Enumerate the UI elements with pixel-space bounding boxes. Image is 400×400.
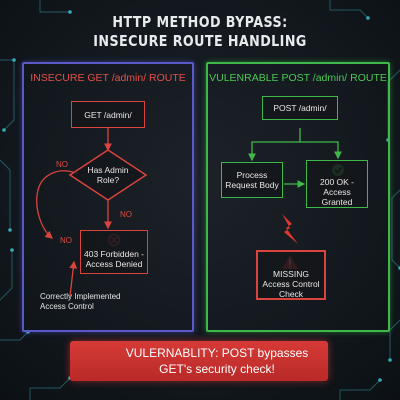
- post-admin-label: POST /admin/: [273, 103, 327, 113]
- process-line-2: Request Body: [225, 180, 279, 190]
- decision-line-1: Has Admin: [87, 165, 129, 175]
- vulnerable-post-panel: VULENRABLE POST /admin/ ROUTE: [206, 62, 390, 332]
- right-connectors: [248, 128, 342, 188]
- decision-line-2: Role?: [96, 175, 120, 185]
- no-label-right: NO: [120, 210, 132, 219]
- process-box: Process Request Body: [221, 162, 283, 198]
- post-to-process-arrow: [248, 128, 301, 162]
- process-line-1: Process: [236, 170, 268, 180]
- no-label-left: NO: [60, 236, 72, 245]
- missing-line-1: MISSING: [273, 269, 309, 279]
- title-line-2: INSECURE ROUTE HANDLING: [93, 32, 307, 50]
- title-line-1: HTTP METHOD BYPASS:: [112, 13, 288, 31]
- correct-access-note: Correctly Implemented Access Control: [40, 292, 120, 312]
- note-line-2: Access Control: [40, 302, 94, 311]
- banner-line-2: GET's security check!: [159, 362, 275, 376]
- get-admin-box: GET /admin/: [71, 101, 145, 128]
- decision-label: Has Admin Role?: [80, 162, 136, 188]
- denied-line-1: 403 Forbidden -: [83, 249, 144, 259]
- get-admin-label: GET /admin/: [84, 109, 132, 120]
- no-loop-arrow: [36, 170, 79, 239]
- denied-box: 403 Forbidden - Access Denied: [80, 230, 148, 274]
- vulnerability-banner: VULERNABLITY: POST bypasses GET's securi…: [70, 341, 328, 381]
- decision-diamond: [68, 149, 148, 201]
- note-line-1: Correctly Implemented: [40, 292, 121, 301]
- post-to-granted-arrow: [300, 141, 342, 160]
- insecure-get-panel: INSECURE GET /admin/ ROUTE: [22, 62, 194, 332]
- left-connectors: [36, 128, 112, 297]
- left-panel-title: INSECURE GET /admin/ ROUTE: [30, 72, 186, 84]
- right-panel-title: VULENRABLE POST /admin/ ROUTE: [209, 72, 387, 84]
- no-label-top: NO: [56, 160, 68, 169]
- granted-box: 200 OK - Access Granted: [306, 160, 368, 208]
- granted-line-2: Access Granted: [321, 187, 353, 207]
- banner-text: VULERNABLITY: POST bypasses GET's securi…: [112, 345, 322, 377]
- note-pointer-arrow: [69, 260, 78, 297]
- granted-line-1: 200 OK -: [319, 177, 355, 187]
- missing-line-2: Access Control Check: [262, 279, 320, 299]
- denied-line-2: Access Denied: [85, 259, 143, 269]
- missing-check-box: MISSING Access Control Check: [256, 250, 326, 300]
- banner-line-1: VULERNABLITY: POST bypasses: [125, 346, 309, 360]
- post-admin-box: POST /admin/: [262, 96, 338, 120]
